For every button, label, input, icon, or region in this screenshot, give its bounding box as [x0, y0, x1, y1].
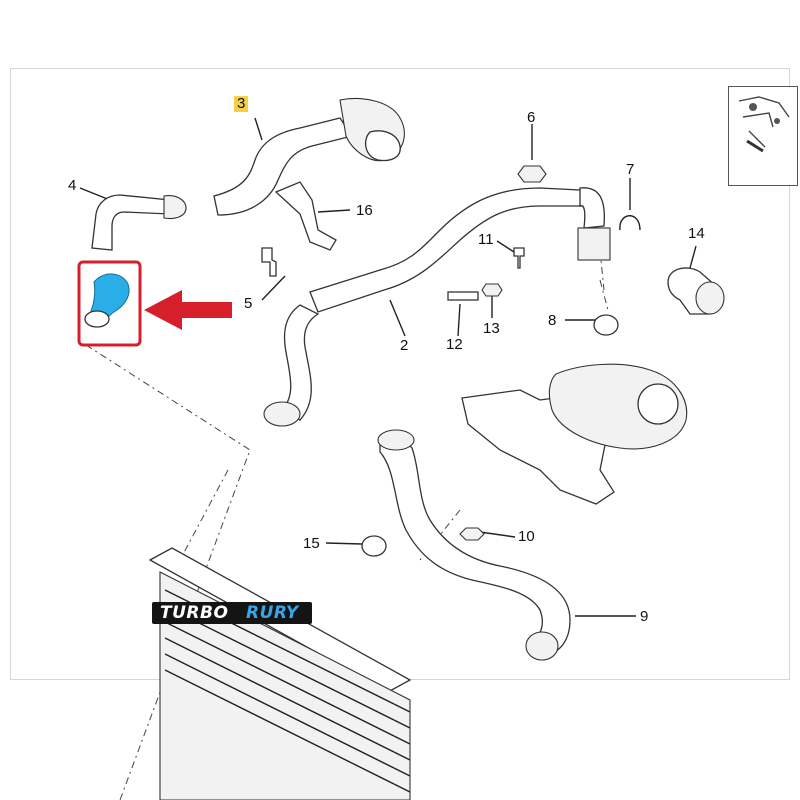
intercooler-fins: [164, 589, 411, 793]
turbocharger-inlet: [637, 383, 679, 425]
screw-part-11: [513, 247, 525, 269]
callout-14: 14: [688, 225, 705, 242]
pipe-part-9-bottom-clamp: [525, 631, 559, 661]
leader-10: [479, 531, 516, 538]
clamp-part-8: [593, 314, 619, 336]
nut-part-10: [459, 527, 485, 541]
clamp-part-15: [361, 535, 387, 557]
callout-4: 4: [68, 177, 77, 194]
pipe-part-2-clamp: [263, 401, 301, 427]
pipe-part-9-top-clamp: [377, 429, 415, 451]
callout-13: 13: [483, 320, 500, 337]
leader-12: [457, 303, 461, 337]
highlight-box: [77, 260, 142, 347]
pipe-part-2: [309, 187, 583, 313]
pipe-part-4: [91, 194, 171, 251]
callout-5: 5: [244, 295, 253, 312]
leader-2: [389, 299, 406, 337]
callout-11: 11: [478, 231, 494, 248]
callout-7: 7: [626, 161, 635, 178]
callout-15: 15: [303, 535, 320, 552]
callout-9: 9: [640, 608, 649, 625]
leader-11: [496, 240, 515, 253]
overview-thumbnail-drawing: [738, 96, 790, 153]
intercooler-core: [159, 571, 411, 800]
leader-5: [261, 275, 286, 301]
pipe-part-2-end: [579, 187, 606, 229]
leader-15: [325, 542, 363, 545]
assembly-line-radiator: [179, 469, 229, 561]
leader-3: [254, 117, 263, 141]
bracket-part-16: [274, 181, 337, 251]
red-arrow: [144, 290, 232, 330]
hose-part-3-end: [364, 130, 401, 162]
callout-3: 3: [234, 96, 249, 112]
pipe-part-9: [379, 437, 571, 655]
pipe-part-4-flange: [163, 195, 187, 220]
callout-6: 6: [527, 109, 536, 126]
stud-part-12: [447, 291, 479, 301]
turborury-logo: TURBO RURY: [152, 602, 312, 624]
pipe-part-2-lower: [280, 304, 320, 421]
leader-14: [689, 245, 697, 269]
logo-text-turbo: TURBO: [160, 603, 229, 623]
highlighted-hose-clamp: [84, 310, 110, 328]
callout-16: 16: [356, 202, 373, 219]
pipe-part-2-sleeve: [577, 227, 611, 261]
clip-part-7: [619, 215, 641, 231]
overview-thumbnail: [728, 86, 798, 186]
callout-2: 2: [400, 337, 409, 354]
elbow-part-14-end: [695, 281, 725, 315]
hose-part-3: [213, 117, 354, 216]
callout-12: 12: [446, 336, 463, 353]
callout-10: 10: [518, 528, 535, 545]
logo-text-rury: RURY: [246, 603, 299, 623]
callout-8: 8: [548, 312, 557, 329]
leader-16: [317, 209, 351, 213]
leader-4: [79, 187, 111, 201]
bolt-part-5: [261, 247, 277, 277]
nut-part-6: [517, 165, 547, 183]
nut-part-13: [481, 283, 503, 297]
